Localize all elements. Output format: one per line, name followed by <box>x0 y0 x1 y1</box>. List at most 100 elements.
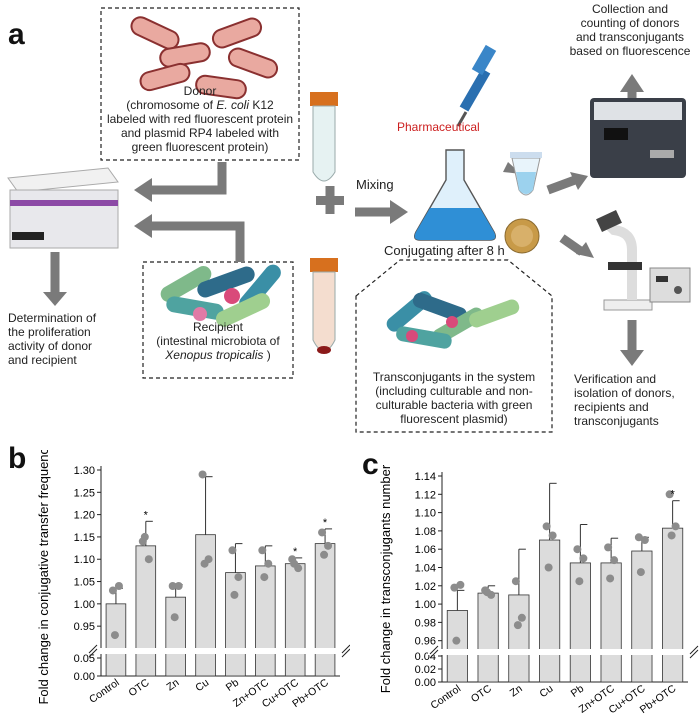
y-tick-label: 1.10 <box>74 554 95 566</box>
transconjugant-box <box>355 259 553 433</box>
bar <box>165 596 186 677</box>
data-point <box>174 582 183 590</box>
bar <box>255 565 276 677</box>
bar <box>225 572 246 677</box>
data-point <box>640 536 649 545</box>
y-tick-label: 1.30 <box>74 465 95 477</box>
data-point <box>168 582 177 590</box>
data-point <box>634 533 643 542</box>
flask-icon <box>413 149 497 241</box>
data-point <box>542 522 551 531</box>
transconjugant-text: Transconjugants in the system (including… <box>358 370 550 426</box>
data-point <box>260 573 269 582</box>
data-point <box>228 546 237 555</box>
y-tick-label: 0.98 <box>415 617 436 629</box>
pipette-icon <box>456 44 497 127</box>
y-tick-label: 0.00 <box>415 677 436 689</box>
bar <box>314 543 336 677</box>
donor-title: Donor <box>183 84 217 98</box>
microscope-icon <box>596 210 691 311</box>
axis-break-mark <box>341 648 350 658</box>
plate-reader-icon <box>7 167 119 249</box>
flow-arrows <box>50 92 637 350</box>
recipient-desc-2: Xenopus tropicalis <box>165 348 264 362</box>
data-point <box>604 543 613 552</box>
axis-break-mark <box>689 645 699 655</box>
panel-label-a: a <box>8 18 25 51</box>
recipient-title: Recipient <box>192 320 244 334</box>
y-axis-label: Fold change in conjugative transfer freq… <box>36 450 51 705</box>
y-tick-label: 1.00 <box>415 599 436 611</box>
data-point <box>320 550 329 559</box>
data-point <box>610 556 619 565</box>
data-point <box>264 559 273 568</box>
axis-break-mark <box>341 644 350 654</box>
bar <box>135 545 157 677</box>
flow-cytometer-icon <box>590 98 686 178</box>
axis-break-mark <box>88 648 98 658</box>
data-point <box>258 546 267 555</box>
data-point <box>318 528 327 537</box>
y-tick-label: 1.12 <box>415 489 436 501</box>
data-point <box>452 636 461 645</box>
data-point <box>200 559 209 568</box>
donor-desc-1-end: K12 <box>249 98 274 112</box>
determination-4: and recipient <box>8 353 77 367</box>
data-point <box>170 613 179 622</box>
data-point <box>606 574 615 583</box>
donor-text: Donor (chromosome of E. coli K12 labeled… <box>101 84 299 154</box>
x-tick-label: Cu <box>193 677 211 695</box>
y-tick-label: 1.20 <box>74 510 95 522</box>
bar-chart-c: Fold change in transconjugants number 0.9… <box>378 464 700 714</box>
data-point <box>667 531 676 540</box>
verify-3: recipients and <box>574 400 649 414</box>
data-point <box>290 559 299 568</box>
data-point <box>483 588 492 597</box>
transconj-3: culturable bacteria with green <box>375 398 533 412</box>
mixing-label: Mixing <box>356 177 394 192</box>
bar <box>477 592 499 683</box>
x-tick-label: Pb <box>569 683 587 700</box>
data-point <box>114 582 123 590</box>
y-tick-label: 0.00 <box>74 671 95 683</box>
axis-break-mark <box>429 645 439 655</box>
x-tick-label: Pb+OTC <box>638 682 679 714</box>
data-point <box>573 545 582 554</box>
bar-chart-b: Fold change in conjugative transfer freq… <box>36 450 350 710</box>
axis-break-band <box>428 649 700 655</box>
recipient-desc-2-end: ) <box>263 348 271 362</box>
significance-marker: * <box>293 546 298 558</box>
pharmaceutical-label: Pharmaceutical <box>397 120 480 134</box>
y-tick-label: 0.96 <box>415 636 436 648</box>
donor-desc-3: and plasmid RP4 labeled with <box>120 126 280 140</box>
donor-tube-icon <box>310 92 338 182</box>
panel-label-c: c <box>362 448 379 481</box>
donor-desc-ital: E. coli <box>216 98 250 112</box>
x-tick-label: Zn <box>508 683 525 700</box>
data-point <box>234 573 243 582</box>
data-point <box>544 563 553 572</box>
x-tick-label: Pb <box>224 677 242 694</box>
data-point <box>230 590 239 599</box>
y-tick-label: 1.04 <box>415 562 436 574</box>
data-point <box>671 522 680 531</box>
verify-text: Verification and isolation of donors, re… <box>574 372 698 428</box>
bar <box>446 610 468 683</box>
x-tick-label: OTC <box>126 676 151 699</box>
y-tick-label: 1.10 <box>415 508 436 520</box>
axis-break-mark <box>88 644 98 654</box>
transconjugant-bacteria-icon <box>386 291 520 349</box>
y-tick-label: 1.00 <box>74 599 95 611</box>
data-point <box>324 541 333 550</box>
bar <box>662 527 684 683</box>
transconj-1: Transconjugants in the system <box>372 370 536 384</box>
verify-4: transconjugants <box>574 414 659 428</box>
y-axis-label: Fold change in transconjugants number <box>378 464 393 693</box>
y-tick-label: 1.02 <box>415 581 436 593</box>
significance-marker: * <box>144 509 149 521</box>
collection-3: and transconjugants <box>575 30 685 44</box>
x-tick-label: Cu <box>537 683 555 701</box>
data-point <box>575 577 584 586</box>
determination-3: activity of donor <box>8 339 93 353</box>
data-point <box>144 555 153 564</box>
